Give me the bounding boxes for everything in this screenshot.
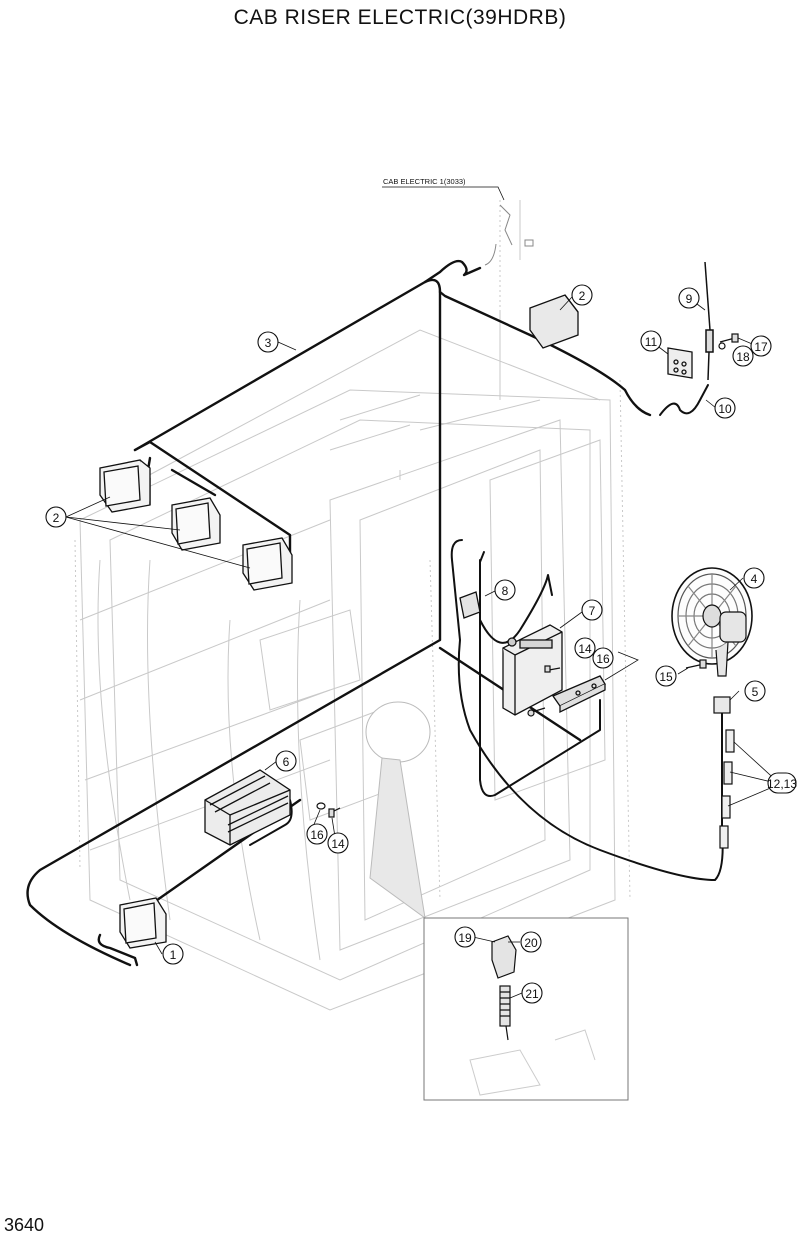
callout-14b-circle — [327, 832, 349, 854]
callout-9-circle — [678, 287, 700, 309]
page-number: 3640 — [4, 1215, 45, 1235]
callout-6-circle — [275, 750, 297, 772]
reference-leader — [382, 186, 505, 201]
radio-bracket — [552, 675, 606, 714]
callout-21: 21 — [525, 987, 539, 1001]
callout-10: 10 — [718, 402, 732, 416]
callout-11-circle — [640, 330, 662, 352]
callout-16b: 16 — [310, 828, 324, 842]
work-lamp-5 — [529, 294, 579, 349]
callout-2a-circle — [45, 506, 67, 528]
antenna-bracket — [667, 347, 693, 379]
work-lamp-2 — [171, 497, 221, 551]
callout-8: 8 — [502, 584, 509, 598]
callout-4-circle — [743, 567, 765, 589]
callout-2a: 2 — [53, 511, 60, 525]
radio — [502, 624, 563, 716]
work-lamp-3 — [242, 537, 293, 591]
callout-10-circle — [714, 397, 736, 419]
callout-16a-circle — [592, 647, 614, 669]
callout-18-circle — [732, 345, 754, 367]
cab-fan — [671, 567, 753, 677]
callout-14a-circle — [574, 637, 596, 659]
detail-callout — [365, 701, 629, 1101]
callout-2b: 2 — [579, 289, 586, 303]
callout-19-circle — [454, 926, 476, 948]
callout-circles — [45, 284, 797, 1004]
fan-switch — [713, 696, 731, 714]
clips-12-13 — [719, 729, 735, 849]
work-lamp-4 — [119, 897, 167, 949]
callout-2b-circle — [571, 284, 593, 306]
callout-5: 5 — [752, 685, 759, 699]
callout-1-circle — [162, 943, 184, 965]
callout-15-circle — [655, 665, 677, 687]
callout-16a: 16 — [596, 652, 610, 666]
callout-6: 6 — [283, 755, 290, 769]
callout-8-circle — [494, 579, 516, 601]
callout-12-circle — [767, 772, 797, 794]
callout-19: 19 — [458, 931, 472, 945]
callout-labels: 1 2 2 3 4 5 6 7 8 9 10 11 12,13 14 14 15… — [53, 289, 798, 1001]
callout-3-circle — [257, 331, 279, 353]
callout-7-circle — [581, 599, 603, 621]
callout-5-circle — [744, 680, 766, 702]
relay-box — [204, 769, 291, 846]
reference-connector — [484, 204, 534, 266]
callout-15: 15 — [659, 670, 673, 684]
callout-17: 17 — [754, 340, 768, 354]
callout-18: 18 — [736, 350, 750, 364]
screw-radio — [527, 665, 561, 717]
antenna — [704, 261, 714, 381]
callout-14a: 14 — [578, 642, 592, 656]
converter — [459, 591, 481, 619]
callout-14b: 14 — [331, 837, 345, 851]
callout-3: 3 — [265, 336, 272, 350]
reference-label: CAB ELECTRIC 1(3033) — [383, 177, 466, 186]
callout-21-circle — [521, 982, 543, 1004]
main-harness — [26, 259, 652, 967]
screw-15 — [685, 659, 707, 669]
hidden-lines — [74, 200, 631, 901]
bolt-14 — [328, 807, 341, 818]
leader-lines — [65, 296, 781, 999]
callout-1: 1 — [170, 948, 177, 962]
callout-20-circle — [520, 931, 542, 953]
callout-20: 20 — [524, 936, 538, 950]
callout-7: 7 — [589, 604, 596, 618]
callout-4: 4 — [751, 572, 758, 586]
callout-9: 9 — [686, 292, 693, 306]
bolt-17 — [718, 333, 739, 350]
washer-16 — [316, 802, 326, 810]
callout-11: 11 — [645, 335, 658, 349]
work-lamp-1 — [99, 459, 151, 513]
callout-16b-circle — [306, 823, 328, 845]
callout-12-13: 12,13 — [767, 777, 797, 791]
secondary-harness — [249, 384, 724, 881]
callout-17-circle — [750, 335, 772, 357]
page-title: CAB RISER ELECTRIC(39HDRB) — [233, 6, 567, 29]
